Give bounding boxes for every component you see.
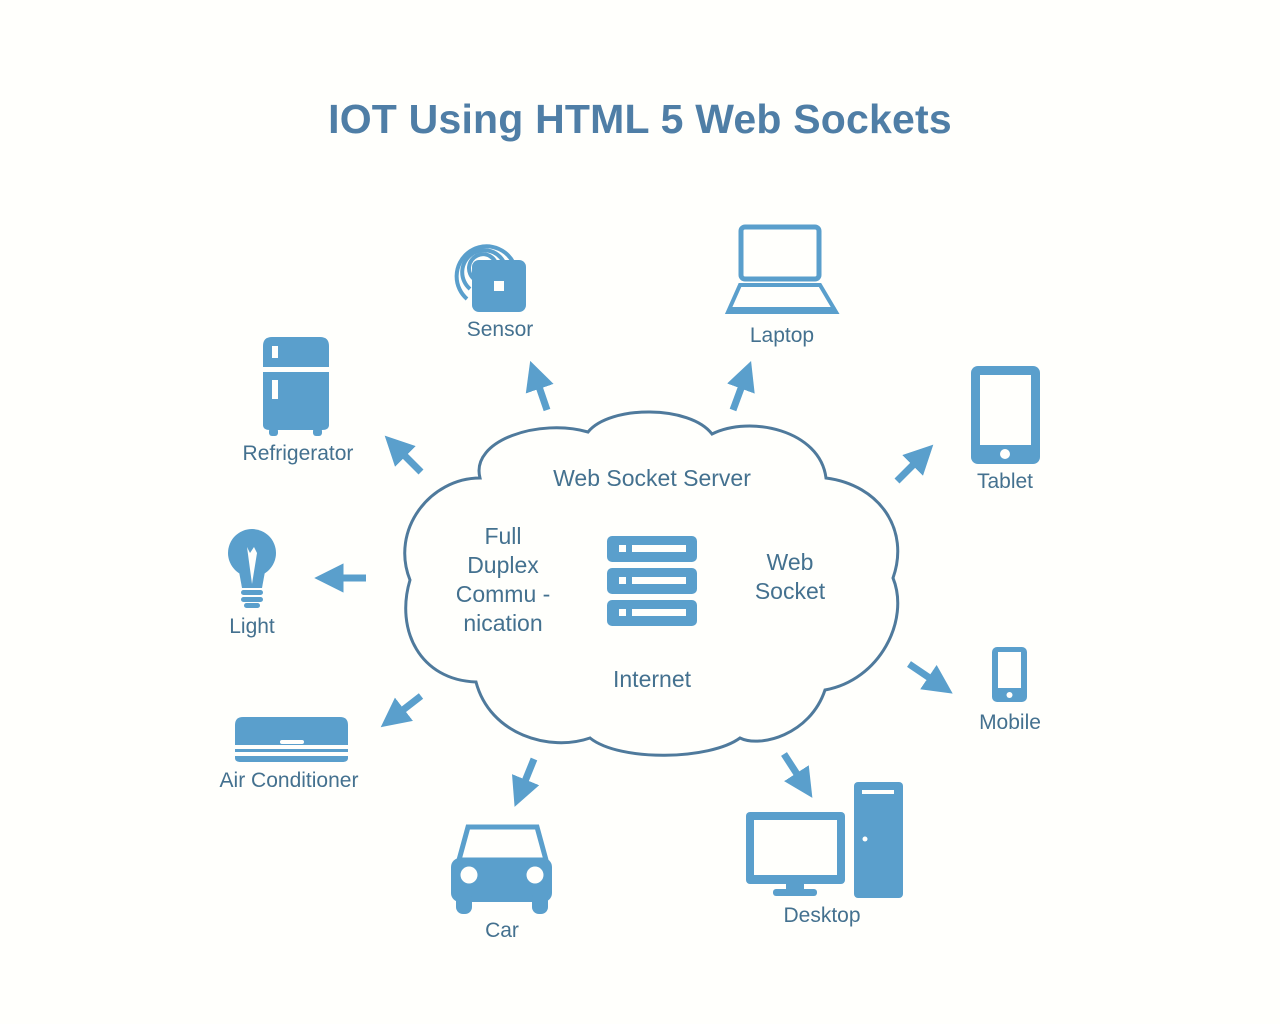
mobile-icon	[992, 647, 1027, 702]
air-conditioner-icon	[235, 717, 348, 762]
cloud-label-internet: Internet	[613, 666, 691, 692]
arrow-to-tablet	[894, 444, 934, 484]
device-label-air-conditioner: Air Conditioner	[219, 769, 359, 792]
device-label-laptop: Laptop	[749, 324, 815, 347]
cloud-label-line: Commu -	[455, 581, 551, 607]
arrow-to-desktop	[781, 752, 813, 798]
arrow-to-refrigerator	[384, 435, 424, 475]
cloud-label-web-socket: Web Socket	[755, 548, 825, 606]
cloud-label-line: Socket	[754, 578, 826, 604]
device-label-desktop: Desktop	[783, 904, 861, 927]
arrow-to-mobile	[907, 661, 953, 694]
car-icon	[451, 824, 552, 914]
diagram-title: IOT Using HTML 5 Web Sockets	[328, 96, 952, 142]
sensor-icon	[454, 244, 526, 312]
device-label-light: Light	[229, 615, 275, 638]
server-icon	[607, 536, 697, 626]
arrow-to-laptop	[727, 360, 755, 412]
cloud-label-line: Web	[766, 549, 814, 575]
cloud-label-line: Full	[484, 523, 522, 549]
cloud-label-line: nication	[463, 610, 543, 636]
light-bulb-icon	[228, 529, 276, 608]
device-label-car: Car	[485, 919, 519, 942]
tablet-icon	[971, 366, 1040, 464]
refrigerator-icon	[263, 337, 329, 436]
laptop-icon	[724, 224, 840, 314]
device-label-mobile: Mobile	[979, 711, 1041, 734]
cloud-label-server: Web Socket Server	[553, 465, 751, 491]
arrow-to-sensor	[525, 360, 554, 412]
arrow-to-air-conditioner	[380, 693, 424, 728]
device-label-tablet: Tablet	[976, 470, 1034, 493]
device-label-refrigerator: Refrigerator	[242, 442, 354, 465]
cloud-label-line: Duplex	[467, 552, 539, 578]
desktop-icon	[746, 782, 903, 898]
device-label-sensor: Sensor	[466, 318, 534, 341]
cloud-label-full-duplex: Full Duplex Commu - nication	[456, 522, 551, 638]
arrow-to-car	[512, 757, 540, 807]
